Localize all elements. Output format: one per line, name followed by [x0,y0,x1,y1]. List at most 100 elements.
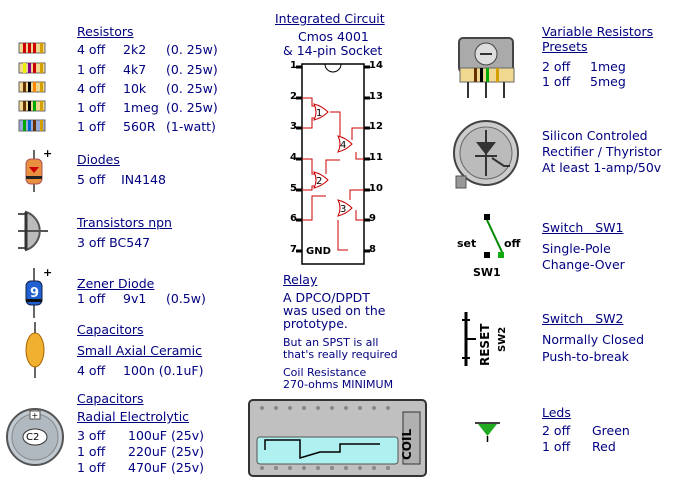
resistor-icon [18,100,46,112]
resistor-value: 560R [123,119,156,134]
resistor-rating: (1-watt) [166,119,216,134]
ic-pin-number: 8 [369,244,376,255]
zener-icon-label: 9 [30,286,40,301]
led-qty: 2 off [542,423,571,438]
diodes-line: 5 off IN4148 [77,172,166,187]
resistor-value: 4k7 [123,62,147,77]
ic-pin-number: 2 [290,91,297,102]
svg-text:+: + [43,266,52,279]
relay-title: Relay [283,272,318,287]
capacitors-ceramic-qty: 4 off [77,363,106,378]
variable-resistors-title: Variable Resistors [542,24,654,39]
diodes-title: Diodes [77,152,120,167]
thyristor-icon [453,120,519,189]
diode-icon: + [25,147,52,192]
scr-line: Silicon Controled [542,128,648,143]
ic-title: Integrated Circuit [275,11,385,26]
ic-gate-number: 4 [340,140,347,151]
resistor-qty: 1 off [77,100,106,115]
resistor-rating: (0. 25w) [166,81,218,96]
capacitors-ceramic-subtitle: Small Axial Ceramic [77,343,202,358]
ic-pin-number: 14 [369,60,383,71]
relay-note: Coil Resistance [283,366,367,379]
capacitors-electrolytic-subtitle: Radial Electrolytic [77,409,190,424]
zener-value: 9v1 [123,291,147,306]
resistor-icon [18,62,46,74]
electrolytic-capacitor-icon: + [6,408,64,466]
electrolytic-value: 100uF (25v) [128,428,205,443]
transistor-icon [18,210,48,252]
zener-title: Zener Diode [77,276,155,291]
resistor-rating: (0. 25w) [166,42,218,57]
transistors-line: 3 off BC547 [77,235,151,250]
resistor-qty: 1 off [77,119,106,134]
relay-icon [248,399,427,477]
resistor-value: 10k [123,81,147,96]
ic-pin-number: 9 [369,213,376,224]
ic-pin-number: 11 [369,152,383,163]
relay-note: 270-ohms MINIMUM [283,378,394,391]
ceramic-capacitor-icon [25,322,45,378]
led-value: Green [592,423,630,438]
resistor-value: 2k2 [123,42,147,57]
ic-gate-number: 1 [316,108,323,119]
resistor-icon [18,119,46,132]
preset-qty: 1 off [542,74,571,89]
switch-sw1-icon [484,214,504,258]
resistor-rating: (0. 25w) [166,100,218,115]
ic-chip-icon [296,63,370,265]
electrolytic-value: 470uF (25v) [128,460,205,475]
ic-pin-number: 3 [290,121,297,132]
switch-sw1-title: Switch SW1 [542,220,624,235]
resistor-qty: 1 off [77,62,106,77]
scr-line: At least 1-amp/50v [542,160,662,175]
ic-line2: & 14-pin Socket [283,43,383,58]
sw1-set-label: set [457,237,477,250]
svg-text:+: + [32,411,39,420]
electrolytic-qty: 1 off [77,460,106,475]
resistor-icon [18,42,46,54]
led-value: Red [592,439,616,454]
electrolytic-value: 220uF (25v) [128,444,205,459]
capacitors-electrolytic-title: Capacitors [77,391,144,406]
ic-gate-number: 3 [340,204,347,215]
sw1-name-label: SW1 [473,266,501,279]
switch-sw1-line: Single-Pole [542,241,611,256]
sw2-reset-label: RESET [478,323,492,366]
resistor-rating: (0. 25w) [166,62,218,77]
ic-pin-number: 5 [290,183,297,194]
scr-line: Rectifier / Thyristor [542,144,662,159]
capacitors-ceramic-title: Capacitors [77,322,144,337]
sw2-name-label: SW2 [497,326,508,352]
preset-resistor-icon [458,37,515,98]
switch-sw2-title: Switch SW2 [542,311,624,326]
ic-pin-number: 4 [290,152,297,163]
preset-value: 1meg [590,59,626,74]
svg-text:+: + [43,147,52,160]
ic-gnd-label: GND [306,246,331,257]
relay-note: A DPCO/DPDT [283,290,370,305]
ic-pin-number: 7 [290,244,297,255]
zener-icon: + [25,266,52,318]
preset-qty: 2 off [542,59,571,74]
transistors-title: Transistors npn [77,215,172,230]
switch-sw2-line: Normally Closed [542,332,645,347]
relay-note: prototype. [283,316,348,331]
resistor-icon [18,81,46,93]
sw1-off-label: off [504,237,521,250]
switch-sw2-line: Push-to-break [542,349,629,364]
zener-rating: (0.5w) [166,291,206,306]
switch-sw2-icon [462,312,476,366]
electrolytic-qty: 3 off [77,428,106,443]
ic-pin-number: 6 [290,213,297,224]
electrolytic-qty: 1 off [77,444,106,459]
relay-note: But an SPST is all [283,336,379,349]
variable-resistors-subtitle: Presets [542,39,588,54]
resistor-value: 1meg [123,100,159,115]
ic-pin-number: 12 [369,121,383,132]
relay-note: was used on the [283,303,386,318]
switch-sw1-line: Change-Over [542,257,625,272]
ic-pin-number: 13 [369,91,383,102]
led-icon [475,422,500,442]
